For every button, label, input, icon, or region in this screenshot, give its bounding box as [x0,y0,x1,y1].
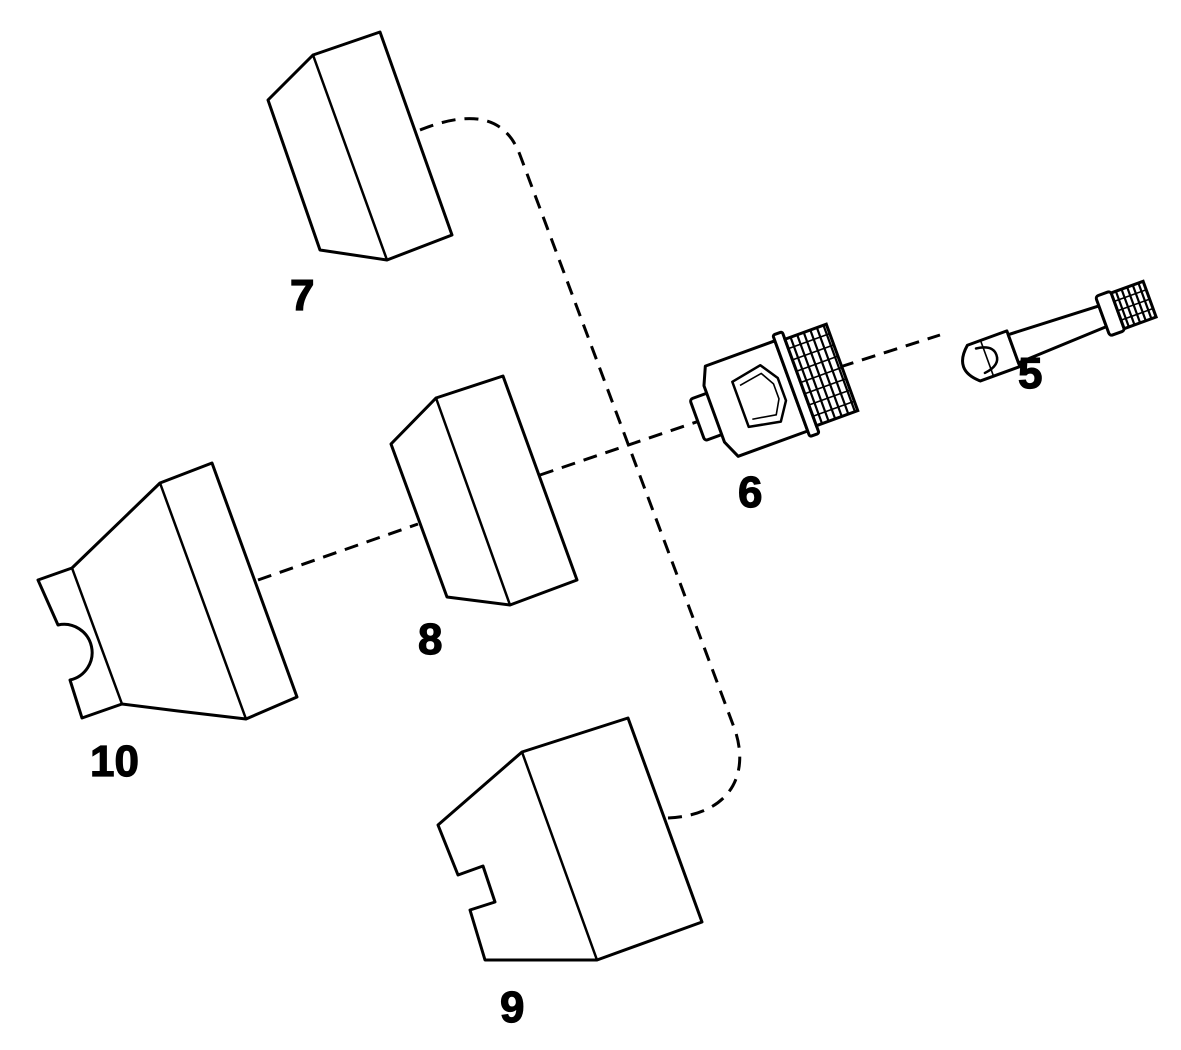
dashed-line-8-to-6 [539,416,709,477]
part-6-threaded-holder [689,322,860,458]
label-part-7: 7 [290,271,314,320]
part-9-stepped-die [436,716,704,962]
part-8-die-block [389,374,579,607]
dashed-line-10-to-8 [257,522,419,582]
part-5-threaded-stud [961,279,1159,383]
label-part-8: 8 [418,615,442,664]
label-part-9: 9 [500,983,524,1032]
part-10-notched-die [36,461,299,721]
dashed-line-7-to-9 [419,117,742,820]
dashed-line-6-to-5 [839,333,941,369]
label-part-5: 5 [1018,349,1042,398]
label-part-10: 10 [90,737,139,786]
part-labels: 5 6 7 8 9 10 [89,270,1043,1032]
label-part-6: 6 [738,468,762,517]
part-7-die-block [266,30,454,262]
assembly-lines [257,117,941,820]
